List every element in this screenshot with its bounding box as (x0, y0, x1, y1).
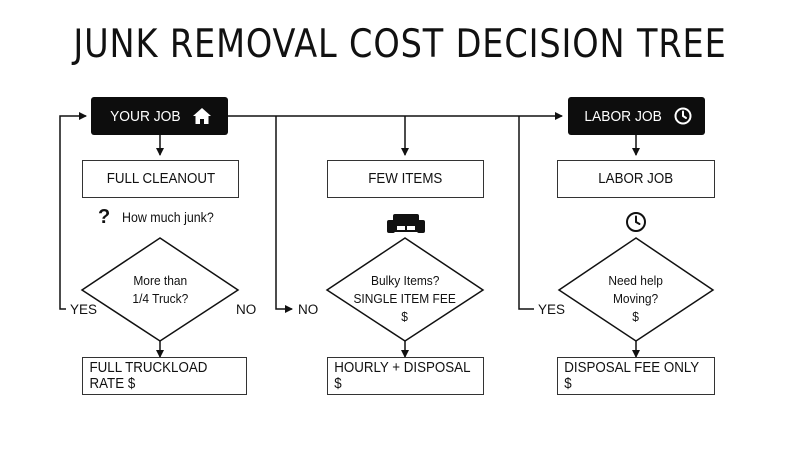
decision-moving-line2: Moving? (613, 291, 659, 306)
decision-diamond-moving (557, 237, 715, 342)
your-job-header: YOUR JOB (91, 97, 228, 135)
question-how-much-junk: ? How much junk? (98, 206, 218, 229)
hourly-disposal-box: HOURLY + DISPOSAL $ (327, 357, 484, 395)
decision-moving-line3: $ (632, 309, 640, 324)
yes-right-connector (518, 116, 534, 310)
decision-bulky-line3: $ (401, 309, 409, 324)
labor-job-header-label: LABOR JOB (584, 107, 663, 125)
yes-label-right: YES (538, 302, 566, 317)
full-cleanout-label: FULL CLEANOUT (106, 171, 215, 187)
few-items-box: FEW ITEMS (327, 160, 484, 198)
decision-diamond-bulky (325, 237, 485, 342)
no-branch-connector (275, 116, 293, 313)
decision-bulky-text: Bulky Items? SINGLE ITEM FEE $ (345, 272, 465, 326)
full-truckload-label: FULL TRUCKLOAD RATE $ (89, 360, 208, 392)
no-label-left: NO (236, 302, 257, 317)
yes-label-left: YES (70, 302, 98, 317)
decision-bulky-line1: Bulky Items? (370, 273, 440, 288)
decision-bulky-line2: SINGLE ITEM FEE (353, 291, 457, 306)
full-truckload-rate-box: FULL TRUCKLOAD RATE $ (82, 357, 247, 395)
yes-loop-connector (59, 112, 87, 310)
labor-job-box: LABOR JOB (557, 160, 715, 198)
disposal-fee-only-box: DISPOSAL FEE ONLY $ (557, 357, 715, 395)
page-title: JUNK REMOVAL COST DECISION TREE (73, 22, 727, 67)
clock-icon (674, 107, 692, 125)
decision-diamond-truck (80, 237, 240, 342)
full-cleanout-box: FULL CLEANOUT (82, 160, 239, 198)
decision-moving-line1: Need help (608, 273, 664, 288)
home-icon (192, 107, 212, 125)
hourly-disposal-label: HOURLY + DISPOSAL $ (334, 360, 471, 392)
decision-truck-line1: More than (133, 273, 187, 288)
clock-icon (625, 211, 647, 238)
decision-truck-line2: 1/4 Truck? (132, 291, 188, 306)
question-mark-icon: ? (98, 206, 111, 228)
your-job-label: YOUR JOB (110, 107, 181, 125)
sofa-icon (385, 212, 427, 241)
decision-moving-text: Need help Moving? $ (586, 272, 686, 326)
no-label-mid: NO (298, 302, 319, 317)
question-text: How much junk? (122, 210, 215, 225)
few-items-label: FEW ITEMS (368, 171, 443, 187)
disposal-fee-only-label: DISPOSAL FEE ONLY $ (564, 360, 699, 392)
labor-job-box-label: LABOR JOB (598, 171, 674, 187)
labor-job-header: LABOR JOB (568, 97, 705, 135)
decision-truck-text: More than 1/4 Truck? (110, 272, 210, 308)
